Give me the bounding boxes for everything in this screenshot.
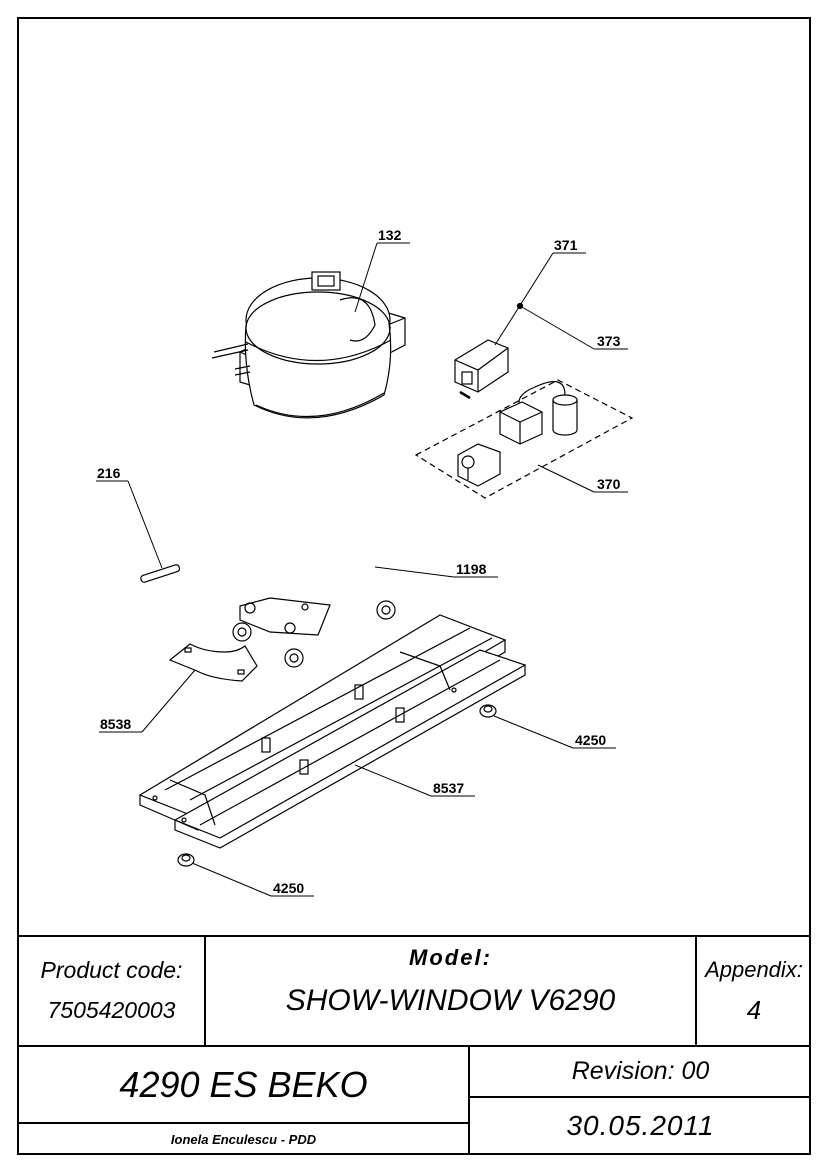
part-1198-compressor: [211, 271, 396, 668]
revision: Revision: 00: [571, 1056, 710, 1085]
callout-370: 370: [597, 476, 621, 492]
callout-4250-left: 4250: [273, 880, 304, 896]
callout-4250-right: 4250: [575, 732, 606, 748]
part-4250-grommet-right: [479, 704, 497, 718]
author: Ionela Enculescu - PDD: [170, 1131, 317, 1147]
title-block-mid-rule: [17, 1045, 811, 1047]
title-block-lower-rule-right: [468, 1096, 811, 1098]
date: 30.05.2011: [566, 1110, 715, 1141]
exploded-parts-diagram: 132 371 370 373 216 1198 8538 8537 4250 …: [96, 227, 634, 897]
part-8537-rails: [138, 614, 527, 849]
model-label: Model:: [409, 945, 492, 970]
leader-lines: [96, 242, 628, 897]
callout-216: 216: [97, 465, 121, 481]
product-name: 4290 ES BEKO: [119, 1064, 368, 1105]
callout-371: 371: [554, 237, 578, 253]
callout-8537: 8537: [433, 780, 464, 796]
part-370-kit: [414, 379, 634, 499]
product-code-value: 7505420003: [47, 996, 176, 1023]
title-block-lower-rule-left: [17, 1122, 468, 1124]
title-block-top-rule: [17, 935, 811, 937]
title-block-divider-1: [204, 935, 206, 1045]
part-371-relay: [454, 339, 509, 400]
product-code-label: Product code:: [40, 956, 183, 983]
part-4250-grommet-left: [177, 853, 195, 867]
callout-373: 373: [597, 333, 621, 349]
title-block-divider-2: [695, 935, 697, 1045]
callout-labels: 132 371 370 373 216 1198 8538 8537 4250 …: [97, 227, 621, 896]
callout-1198: 1198: [456, 561, 487, 577]
model-value: SHOW-WINDOW V6290: [285, 984, 616, 1017]
appendix-value: 4: [746, 994, 762, 1025]
title-block-divider-3: [468, 1045, 470, 1155]
sheet-frame: [17, 17, 811, 1155]
callout-8538: 8538: [100, 716, 131, 732]
callout-132: 132: [378, 227, 402, 243]
part-8538-bracket: [168, 643, 258, 682]
part-216-tube: [140, 564, 181, 583]
appendix-label: Appendix:: [705, 957, 803, 982]
